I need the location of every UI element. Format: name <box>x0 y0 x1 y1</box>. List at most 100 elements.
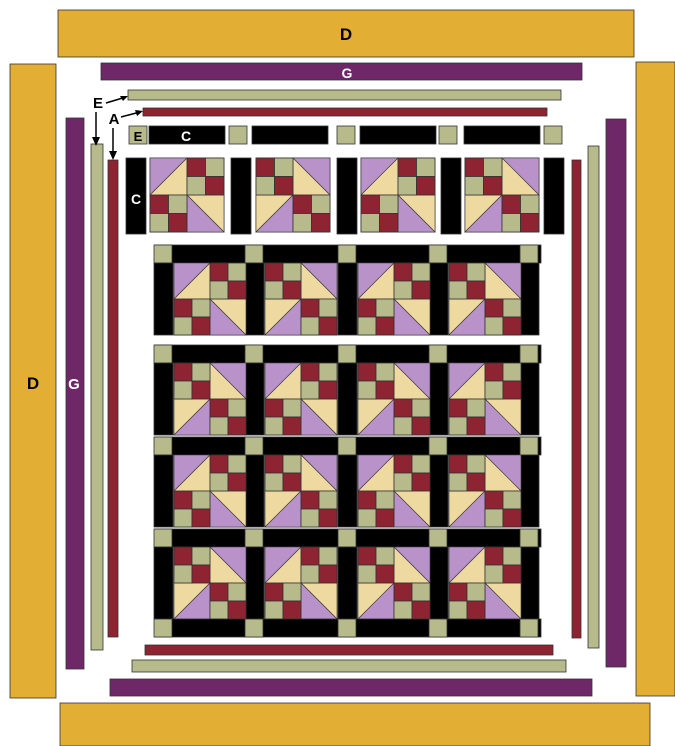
block-row <box>154 529 541 637</box>
four-patch-square <box>265 473 283 491</box>
quilt-block <box>449 363 521 435</box>
four-patch-square <box>394 455 412 473</box>
four-patch-square <box>503 363 521 381</box>
four-patch-square <box>174 491 192 509</box>
four-patch-square <box>412 455 430 473</box>
four-patch-square <box>394 399 412 417</box>
four-patch-square <box>465 158 484 177</box>
four-patch-square <box>228 281 246 299</box>
four-patch-square <box>380 214 399 233</box>
cornerstone-e <box>544 126 562 144</box>
four-patch-square <box>449 583 467 601</box>
four-patch-square <box>319 299 337 317</box>
left-strip-e <box>91 144 103 650</box>
cornerstone <box>245 529 263 547</box>
left-inner-strip-g <box>66 118 84 669</box>
quilt-block <box>265 363 337 435</box>
four-patch-square <box>417 158 436 177</box>
cornerstone <box>338 345 356 363</box>
four-patch-square <box>192 381 210 399</box>
vertical-sashing <box>338 263 357 335</box>
four-patch-square <box>485 491 503 509</box>
quilt-block <box>150 158 224 232</box>
vertical-sashing <box>154 363 173 435</box>
quilt-block <box>358 455 430 527</box>
quilt-block <box>256 158 330 232</box>
four-patch-square <box>465 177 484 196</box>
vertical-sashing <box>154 455 173 527</box>
four-patch-square <box>265 399 283 417</box>
top-strip-a <box>143 108 547 116</box>
four-patch-square <box>485 509 503 527</box>
four-patch-square <box>301 491 319 509</box>
vertical-sashing <box>429 263 448 335</box>
sashing-strip-c <box>360 126 436 144</box>
four-patch-square <box>394 583 412 601</box>
four-patch-square <box>358 509 376 527</box>
four-patch-square <box>485 363 503 381</box>
four-patch-square <box>301 317 319 335</box>
four-patch-square <box>301 363 319 381</box>
block-row <box>154 245 541 335</box>
four-patch-square <box>417 177 436 196</box>
vertical-sashing <box>520 455 539 527</box>
four-patch-square <box>265 455 283 473</box>
four-patch-square <box>150 195 169 214</box>
four-patch-square <box>206 177 225 196</box>
four-patch-square <box>376 547 394 565</box>
cornerstone <box>245 245 263 263</box>
four-patch-square <box>449 473 467 491</box>
cornerstone <box>245 437 263 455</box>
four-patch-square <box>210 399 228 417</box>
four-patch-square <box>293 195 312 214</box>
block-row <box>154 437 541 527</box>
quilt-block <box>465 158 539 232</box>
block-row <box>154 345 541 435</box>
top-strip-e <box>128 90 561 100</box>
right-border-d <box>636 62 675 696</box>
four-patch-square <box>206 158 225 177</box>
four-patch-square <box>283 281 301 299</box>
callout-a-arrowhead-horizontal <box>135 110 143 116</box>
four-patch-square <box>192 363 210 381</box>
four-patch-square <box>319 363 337 381</box>
four-patch-square <box>265 281 283 299</box>
four-patch-square <box>265 417 283 435</box>
four-patch-square <box>265 583 283 601</box>
four-patch-square <box>412 473 430 491</box>
four-patch-square <box>449 399 467 417</box>
four-patch-square <box>358 363 376 381</box>
four-patch-square <box>283 399 301 417</box>
four-patch-square <box>301 565 319 583</box>
sashing-vertical-label: C <box>131 191 141 207</box>
four-patch-square <box>485 299 503 317</box>
four-patch-square <box>412 281 430 299</box>
four-patch-square <box>449 263 467 281</box>
cornerstone <box>429 245 447 263</box>
cornerstone <box>154 529 172 547</box>
exploded-top-row <box>126 126 564 234</box>
four-patch-square <box>256 158 275 177</box>
four-patch-square <box>265 601 283 619</box>
four-patch-square <box>210 601 228 619</box>
four-patch-square <box>412 417 430 435</box>
four-patch-square <box>275 177 294 196</box>
cornerstone <box>338 529 356 547</box>
cornerstone <box>520 345 538 363</box>
four-patch-square <box>412 583 430 601</box>
quilt-block <box>265 263 337 335</box>
top-border-label: D <box>340 25 352 44</box>
four-patch-square <box>283 417 301 435</box>
cornerstone <box>429 529 447 547</box>
four-patch-square <box>485 381 503 399</box>
four-patch-square <box>376 509 394 527</box>
vertical-sashing <box>245 455 264 527</box>
four-patch-square <box>503 565 521 583</box>
quilt-block <box>449 263 521 335</box>
vertical-sashing <box>520 363 539 435</box>
four-patch-square <box>376 299 394 317</box>
cornerstone <box>429 437 447 455</box>
cornerstone <box>338 245 356 263</box>
four-patch-square <box>449 417 467 435</box>
four-patch-square <box>210 417 228 435</box>
